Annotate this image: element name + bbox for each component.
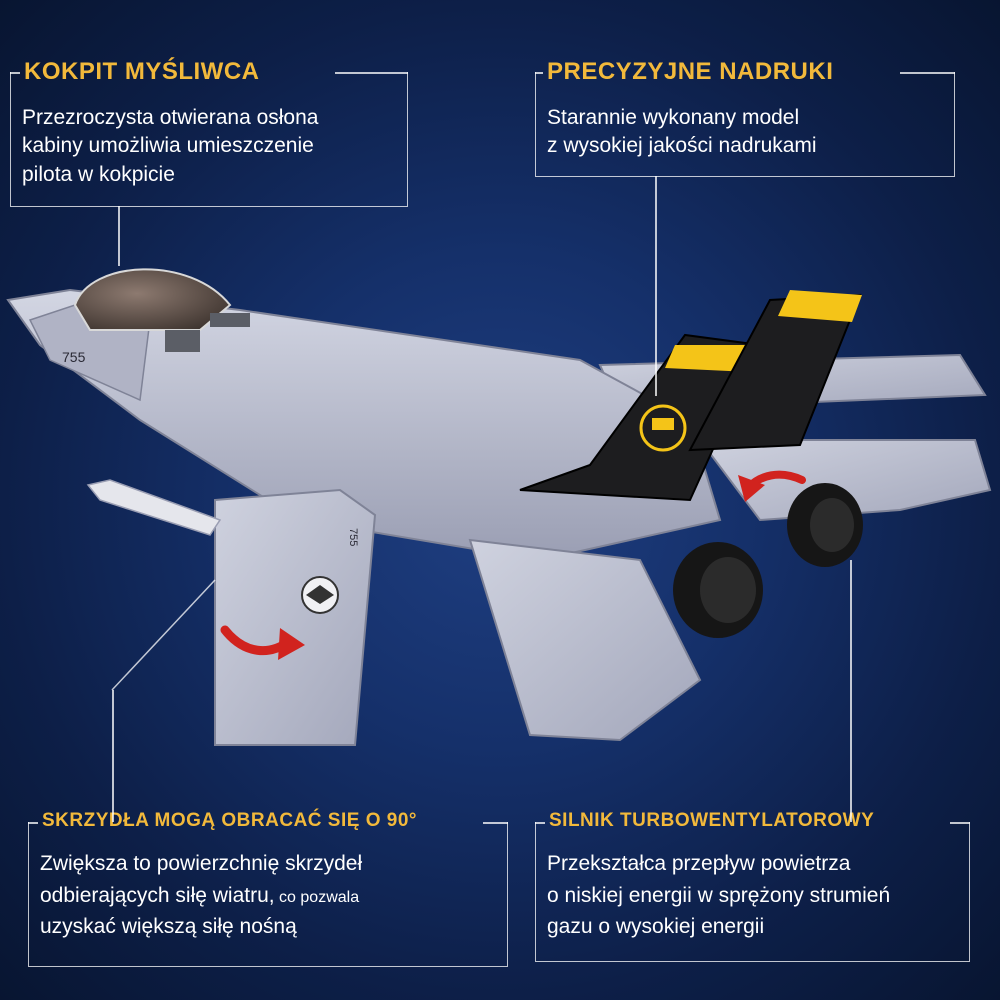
canopy [73, 268, 232, 331]
engine-nozzle-right [787, 483, 863, 567]
wings-title: SKRZYDŁA MOGĄ OBRACAĆ SIĘ O 90° [42, 810, 417, 831]
callout-wings: SKRZYDŁA MOGĄ OBRACAĆ SIĘ O 90° Zwiększa… [28, 810, 508, 972]
wings-text: Zwiększa to powierzchnię skrzydeł odbier… [40, 852, 363, 938]
nose-number: 755 [62, 349, 86, 365]
prints-title: PRECYZYJNE NADRUKI [547, 58, 834, 85]
prints-text: Starannie wykonany model z wysokiej jako… [547, 106, 817, 158]
callout-prints: PRECYZYJNE NADRUKI Starannie wykonany mo… [535, 58, 955, 182]
engine-nozzle-left [673, 542, 763, 638]
cockpit-text: Przezroczysta otwierana osłona kabiny um… [22, 106, 319, 186]
callout-engine: SILNIK TURBOWENTYLATOROWY Przekształca p… [535, 810, 970, 967]
prints-leader-line [655, 176, 657, 396]
wings-leader-line [112, 690, 114, 822]
callout-cockpit: KOKPIT MYŚLIWCA Przezroczysta otwierana … [10, 58, 410, 212]
left-wing [214, 488, 377, 746]
right-stabilizer [698, 439, 992, 522]
wing-number: 755 [347, 528, 359, 546]
engine-leader-line [850, 560, 852, 822]
engine-title: SILNIK TURBOWENTYLATOROWY [549, 810, 875, 831]
wings-leader-diagonal [111, 579, 216, 691]
missile [86, 479, 222, 536]
vertical-tail-front [519, 333, 762, 502]
cockpit-leader-line [118, 206, 120, 266]
left-stabilizer [468, 538, 702, 742]
cockpit-title: KOKPIT MYŚLIWCA [24, 58, 260, 85]
engine-text: Przekształca przepływ powietrza o niskie… [547, 852, 891, 938]
